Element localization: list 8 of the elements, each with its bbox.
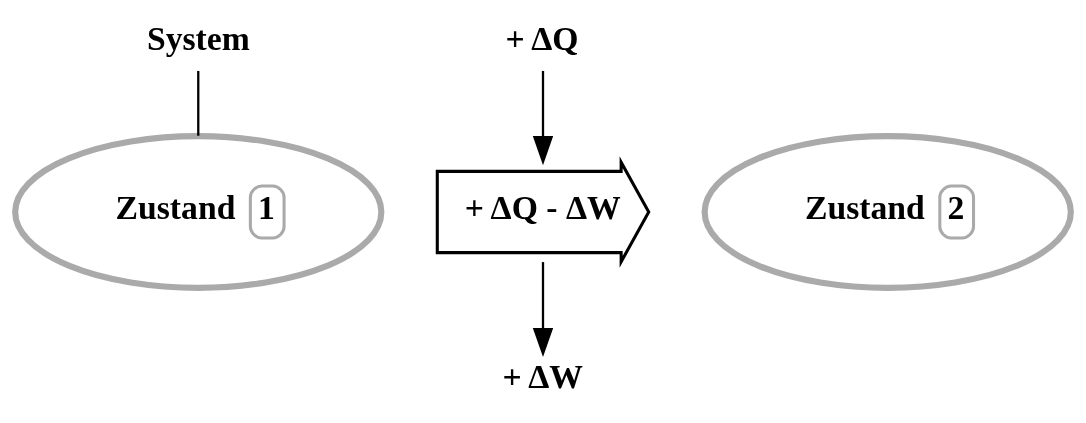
node-ellipse: Zustand 2 [701,132,1074,291]
node-text: System [146,19,250,57]
connector [197,70,200,136]
arrow [532,70,554,165]
node-text: + ΔW [502,357,583,395]
node-ellipse: Zustand 1 [12,132,385,291]
arrow [532,261,554,357]
node-text: + ΔQ [505,19,579,57]
